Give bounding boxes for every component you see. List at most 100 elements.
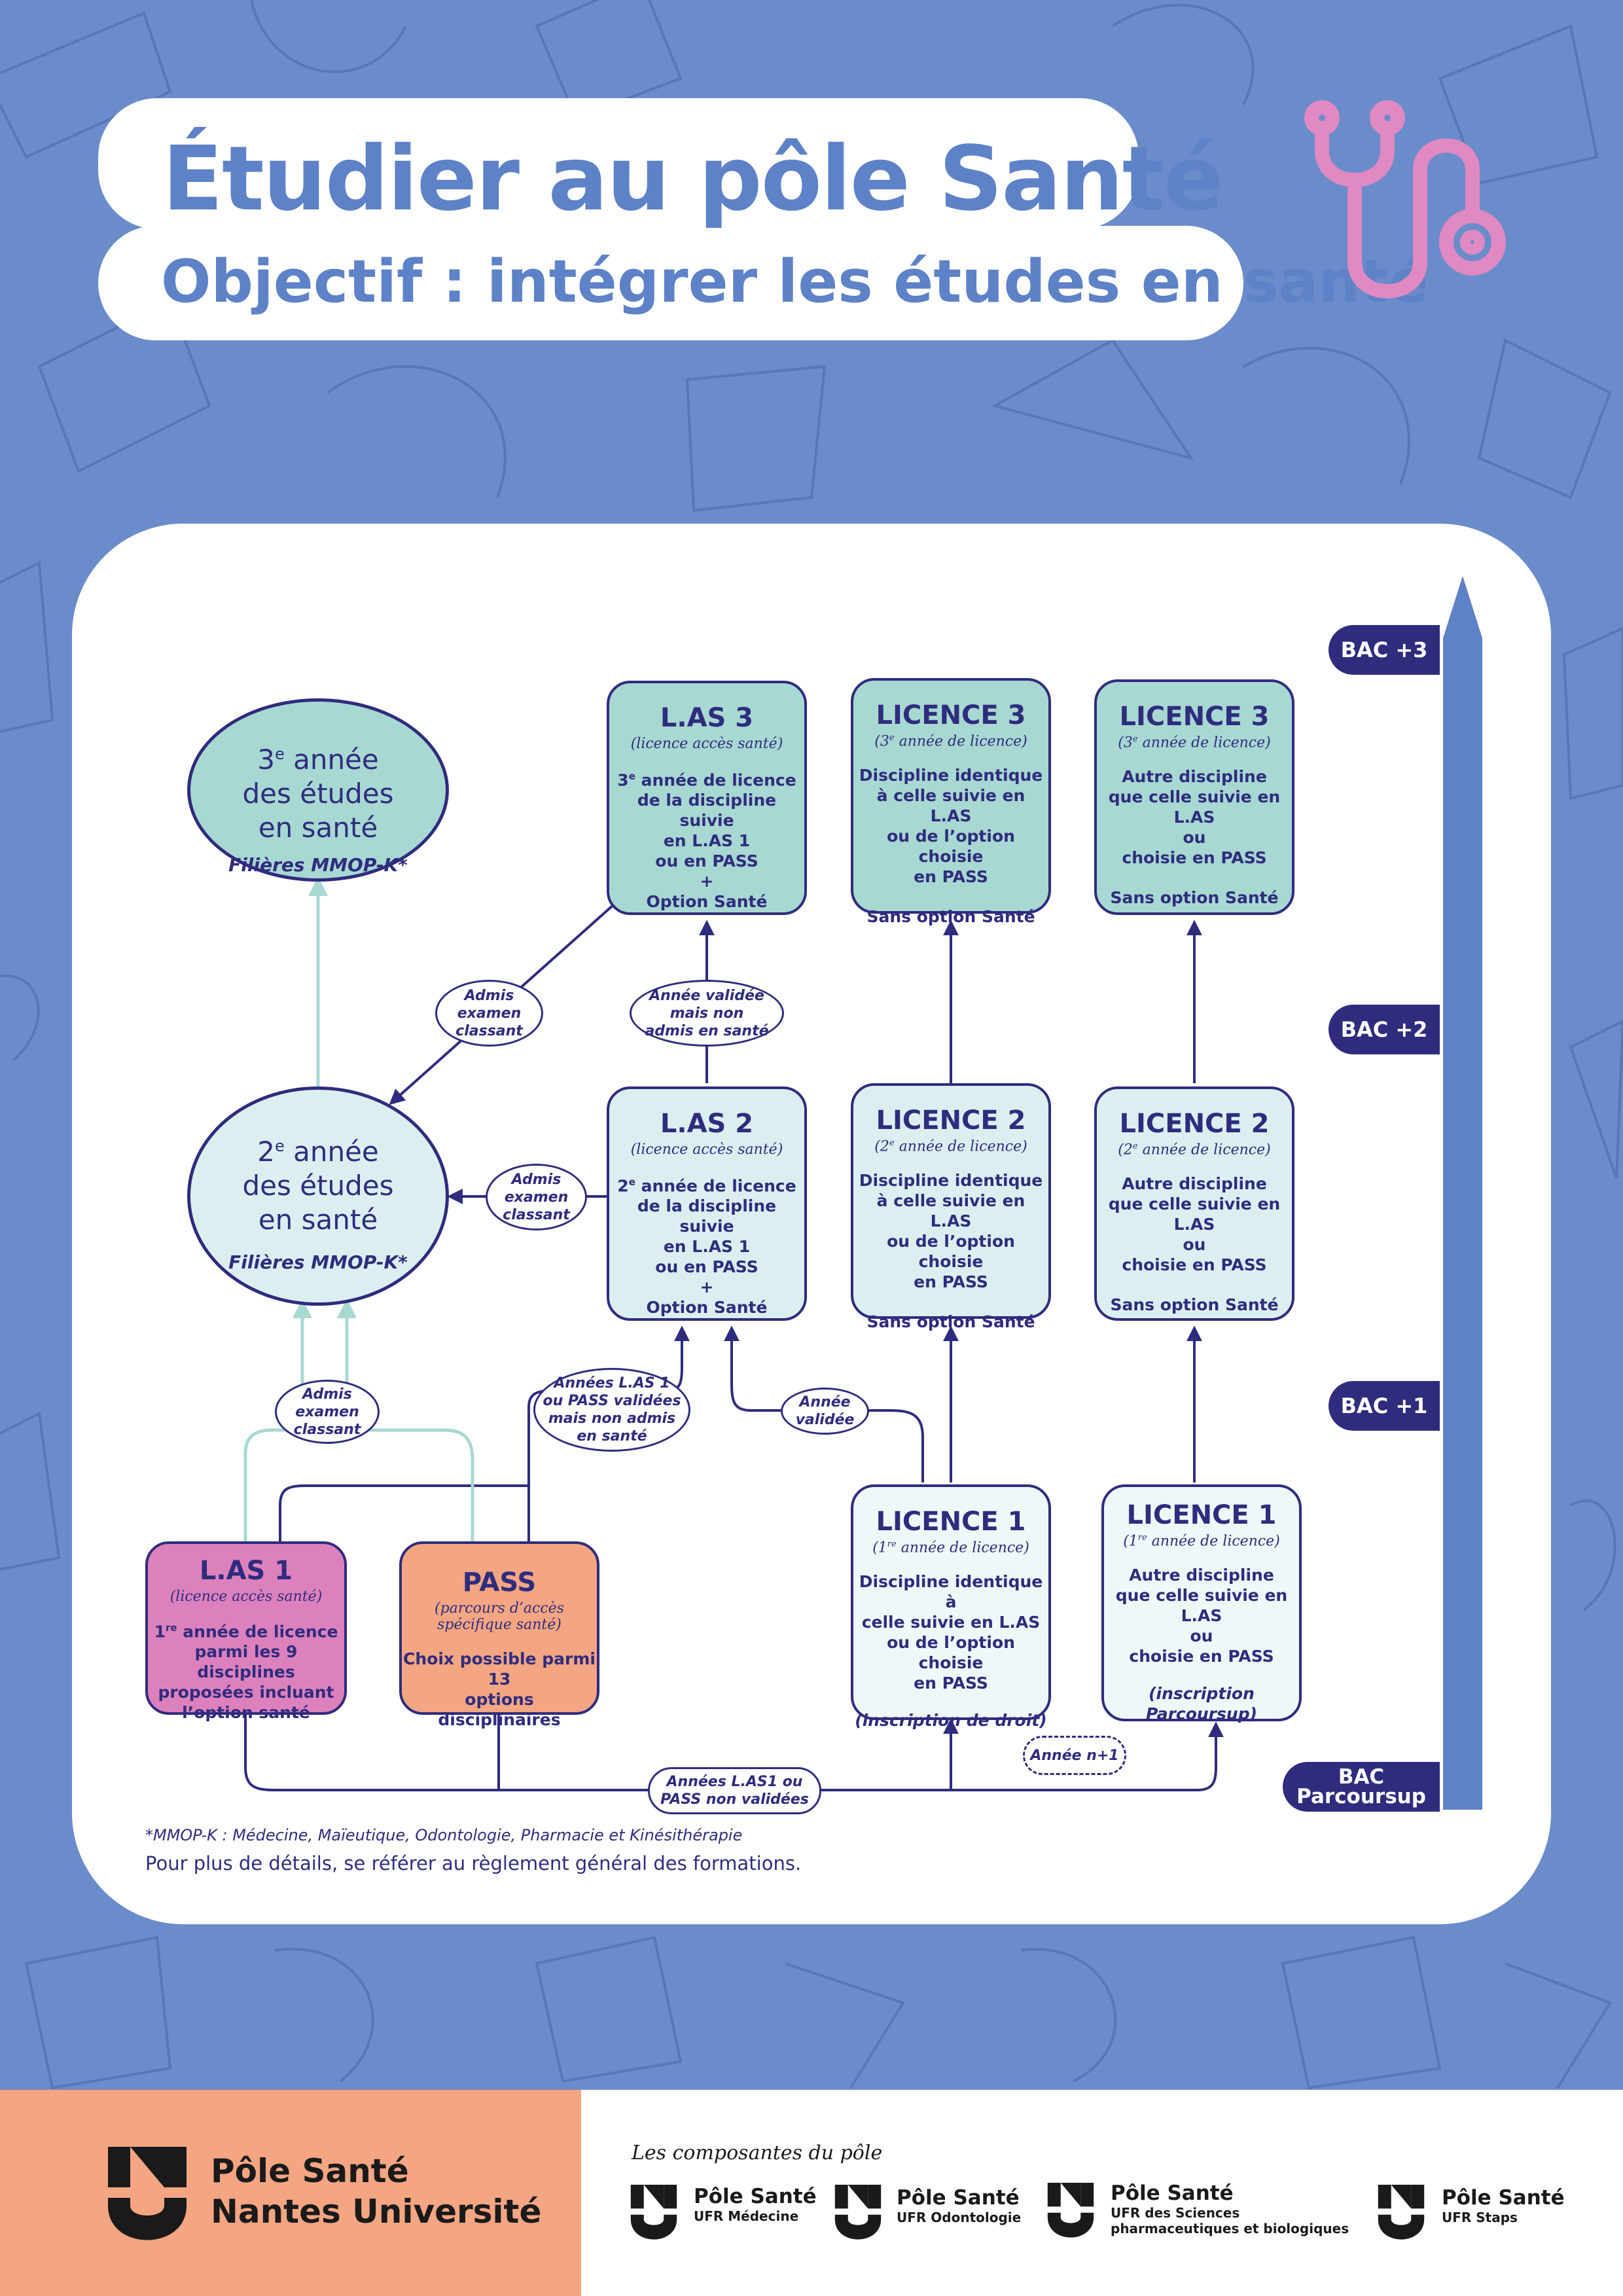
footnote-mmopk: *MMOP-K : Médecine, Maïeutique, Odontolo… [145,1826,743,1844]
las1-num: 1 [154,1622,166,1641]
licence1b-title: LICENCE 1 [1126,1500,1277,1530]
licence2b-sub-num: (2 [1118,1141,1133,1158]
las2-line: Option Santé [646,1298,768,1318]
year3-sup: e [274,745,285,763]
licence3b-title: LICENCE 3 [1119,702,1270,732]
badge-line: admis en santé [645,1022,769,1039]
las3-num: 3 [617,770,629,790]
las2-line: ou en PASS [655,1257,758,1277]
year2-sup: e [274,1137,285,1155]
badge-line: classant [503,1206,570,1223]
licence2a-sub-rest: année de licence) [894,1138,1027,1155]
las1-subtitle: (licence accès santé) [169,1588,323,1605]
badge-line: examen [457,1005,522,1022]
component-sub: UFR Staps [1442,2210,1518,2225]
component-sub: pharmaceutiques et biologiques [1111,2221,1349,2236]
licence1b-line: choisie en PASS [1129,1647,1274,1666]
badge-line: ou PASS validées [543,1393,681,1409]
las3-l1rest: année de licence [635,770,796,790]
licence2b-extra: Sans option Santé [1110,1295,1279,1315]
page-title: Étudier au pôle Santé [162,128,1224,231]
las2-title: L.AS 2 [660,1109,754,1139]
las1-title: L.AS 1 [199,1556,293,1586]
badge-annee-n1: Année n+1 [1023,1736,1126,1775]
licence3a-line: Discipline identique [859,766,1043,785]
component-name: Pôle Santé [694,2185,817,2208]
licence3b-sub-num: (3 [1118,734,1133,751]
las1-l1rest: année de licence [177,1622,338,1641]
licence3b-line: que celle suivie en L.AS [1108,787,1281,827]
las1-line: proposées incluant [158,1683,334,1702]
badge-line: PASS non validées [660,1791,809,1808]
nantes-universite-logo [630,2185,677,2240]
badge-line: classant [455,1022,523,1039]
diagram-connectors [243,576,1482,1810]
licence3a-line: à celle suivie en L.AS [876,786,1026,826]
title-pill [98,98,1139,229]
las2-subtitle: (licence accès santé) [630,1141,783,1158]
bac3-label: BAC +3 [1329,625,1440,675]
licence1a-extra: (inscription de droit) [855,1711,1047,1731]
year3-num: 3 [257,744,275,776]
las3-line: de la discipline suivie [637,791,777,831]
pass-subtitle1: (parcours d’accès [435,1600,564,1617]
las3-line: ou en PASS [655,852,758,871]
component-sub: UFR des Sciences [1111,2205,1240,2221]
badge-line: validée [795,1412,855,1428]
las2-num: 2 [617,1176,629,1196]
component-name: Pôle Santé [897,2186,1020,2210]
component-medecine: Pôle Santé UFR Médecine [694,2185,817,2224]
licence1b-sub-rest: année de licence) [1147,1533,1280,1550]
footer-components-panel [581,2090,1623,2296]
licence2a-box: LICENCE 2 (2e année de licence) Discipli… [851,1083,1051,1331]
licence2b-box: LICENCE 2 (2e année de licence) Autre di… [1094,1086,1294,1321]
footer-brand-text: Pôle Santé Nantes Université [211,2151,541,2232]
licence2b-sub-sup: e [1132,1141,1138,1151]
component-name: Pôle Santé [1111,2181,1234,2205]
bac1-label: BAC +1 [1329,1381,1440,1431]
las1-box: L.AS 1 (licence accès santé) 1re année d… [145,1541,347,1722]
las1-sup: re [166,1622,177,1634]
licence2b-line: Autre discipline [1122,1174,1267,1194]
licence2a-title: LICENCE 2 [876,1105,1026,1136]
licence1a-title: LICENCE 1 [876,1507,1026,1537]
licence2a-sub-sup: e [889,1138,895,1148]
licence1a-line: en PASS [914,1674,988,1693]
licence2b-line: ou [1183,1235,1206,1255]
footer-composantes-label: Les composantes du pôle [632,2142,883,2164]
nantes-universite-logo [108,2147,187,2240]
background-pattern [0,0,1623,2090]
year2-rest: année [284,1136,379,1168]
component-sub: UFR Odontologie [897,2210,1022,2225]
licence3a-sub-sup: e [889,733,895,743]
licence1b-box: LICENCE 1 (1re année de licence) Autre d… [1101,1484,1302,1723]
badge-line: Année [799,1394,851,1410]
pass-box: PASS (parcours d’accès spécifique santé)… [399,1541,599,1729]
licence3a-line: ou de l’option choisie [887,827,1015,867]
licence1b-line: Autre discipline [1129,1566,1274,1585]
licence2b-line: que celle suivie en L.AS [1108,1194,1281,1234]
component-odontologie: Pôle Santé UFR Odontologie [897,2186,1021,2225]
licence3b-line: choisie en PASS [1122,848,1267,868]
year2-sub: Filières MMOP-K* [228,1251,408,1273]
licence3b-sub-rest: année de licence) [1137,734,1271,751]
las2-box: L.AS 2 (licence accès santé) 2e année de… [607,1086,807,1321]
licence3b-line: Autre discipline [1122,767,1267,787]
las3-line: en L.AS 1 [663,831,751,851]
licence2a-line: Discipline identique [859,1171,1043,1191]
las3-box: L.AS 3 (licence accès santé) 3e année de… [607,681,807,915]
badge-line: en santé [577,1428,647,1444]
badge-line: classant [293,1421,361,1438]
pass-title: PASS [462,1568,537,1598]
licence3a-sub-rest: année de licence) [894,733,1027,750]
year3-line3: en santé [258,812,378,844]
badge-line: examen [295,1403,359,1420]
component-staps: Pôle Santé UFR Staps [1442,2186,1565,2225]
pass-subtitle2: spécifique santé) [437,1617,562,1633]
footer-brand-line2: Nantes Université [211,2193,542,2231]
